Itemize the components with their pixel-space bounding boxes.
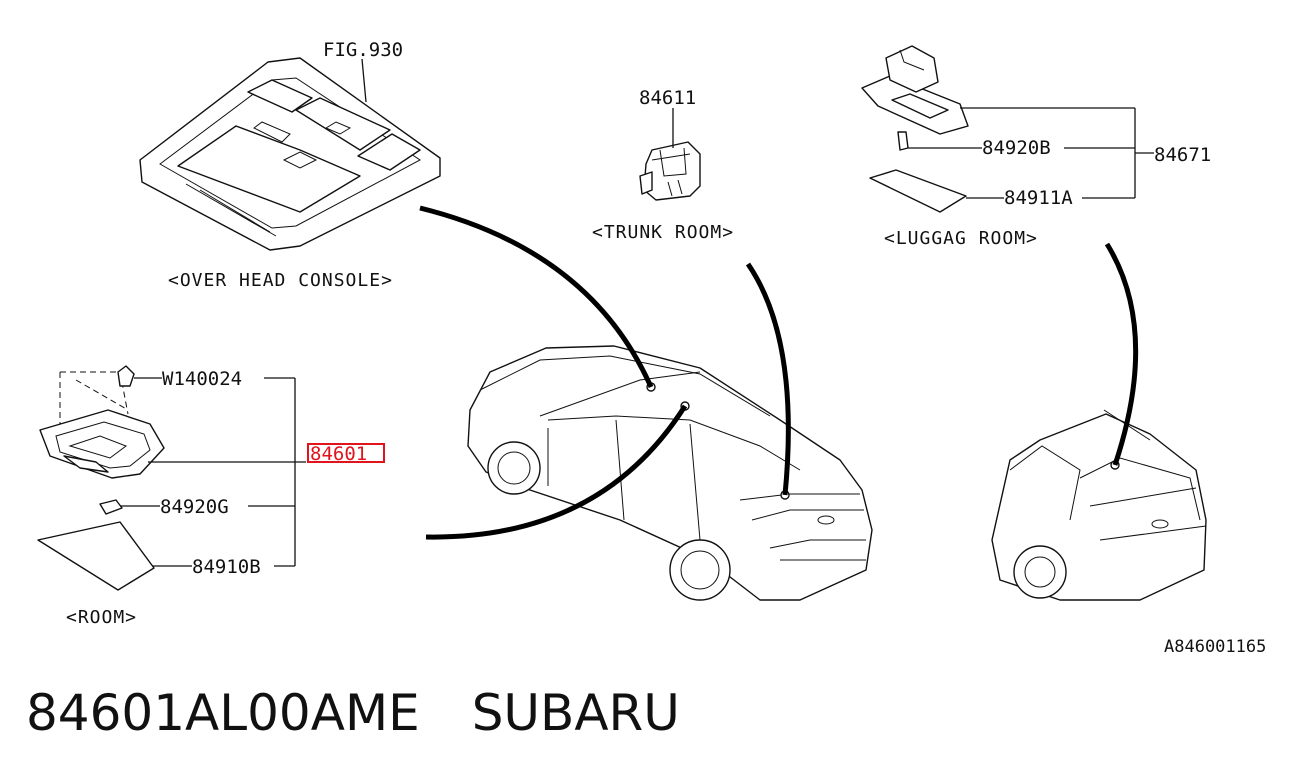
room-lens-label: 84910B — [192, 556, 261, 578]
trunk-lamp-illustration — [639, 141, 701, 201]
room-screw-label: W140024 — [162, 368, 242, 390]
room-lamp-illustration — [37, 365, 165, 591]
luggage-bulb-label: 84920B — [982, 137, 1051, 159]
room-caption: <ROOM> — [66, 607, 137, 628]
room-assembly-label: 84601 — [310, 443, 367, 465]
footer-part-number: 84601AL00AME — [26, 684, 420, 742]
overhead-console-caption: <OVER HEAD CONSOLE> — [168, 270, 393, 291]
footer-caption: 84601AL00AME SUBARU — [26, 684, 732, 742]
trunk-room-caption: <TRUNK ROOM> — [592, 222, 734, 243]
luggage-lamp-illustration — [861, 45, 969, 213]
highlight-box — [307, 443, 385, 463]
wagon-illustration — [991, 409, 1207, 601]
overhead-console-illustration — [139, 57, 441, 251]
room-bulb-label: 84920G — [160, 496, 229, 518]
luggage-group-label: 84671 — [1154, 144, 1211, 166]
footer-brand: SUBARU — [471, 684, 680, 742]
sedan-illustration — [467, 345, 873, 601]
room-callout-lines — [120, 377, 306, 567]
fig930-leader — [361, 58, 367, 103]
luggage-callout-lines — [908, 107, 1154, 199]
fig-930-label: FIG.930 — [323, 39, 403, 61]
location-arcs — [419, 205, 1139, 540]
trunk-part-label: 84611 — [639, 87, 696, 109]
luggage-room-caption: <LUGGAG ROOM> — [884, 228, 1038, 249]
diagram-reference: A846001165 — [1164, 637, 1266, 657]
luggage-lens-label: 84911A — [1004, 187, 1073, 209]
